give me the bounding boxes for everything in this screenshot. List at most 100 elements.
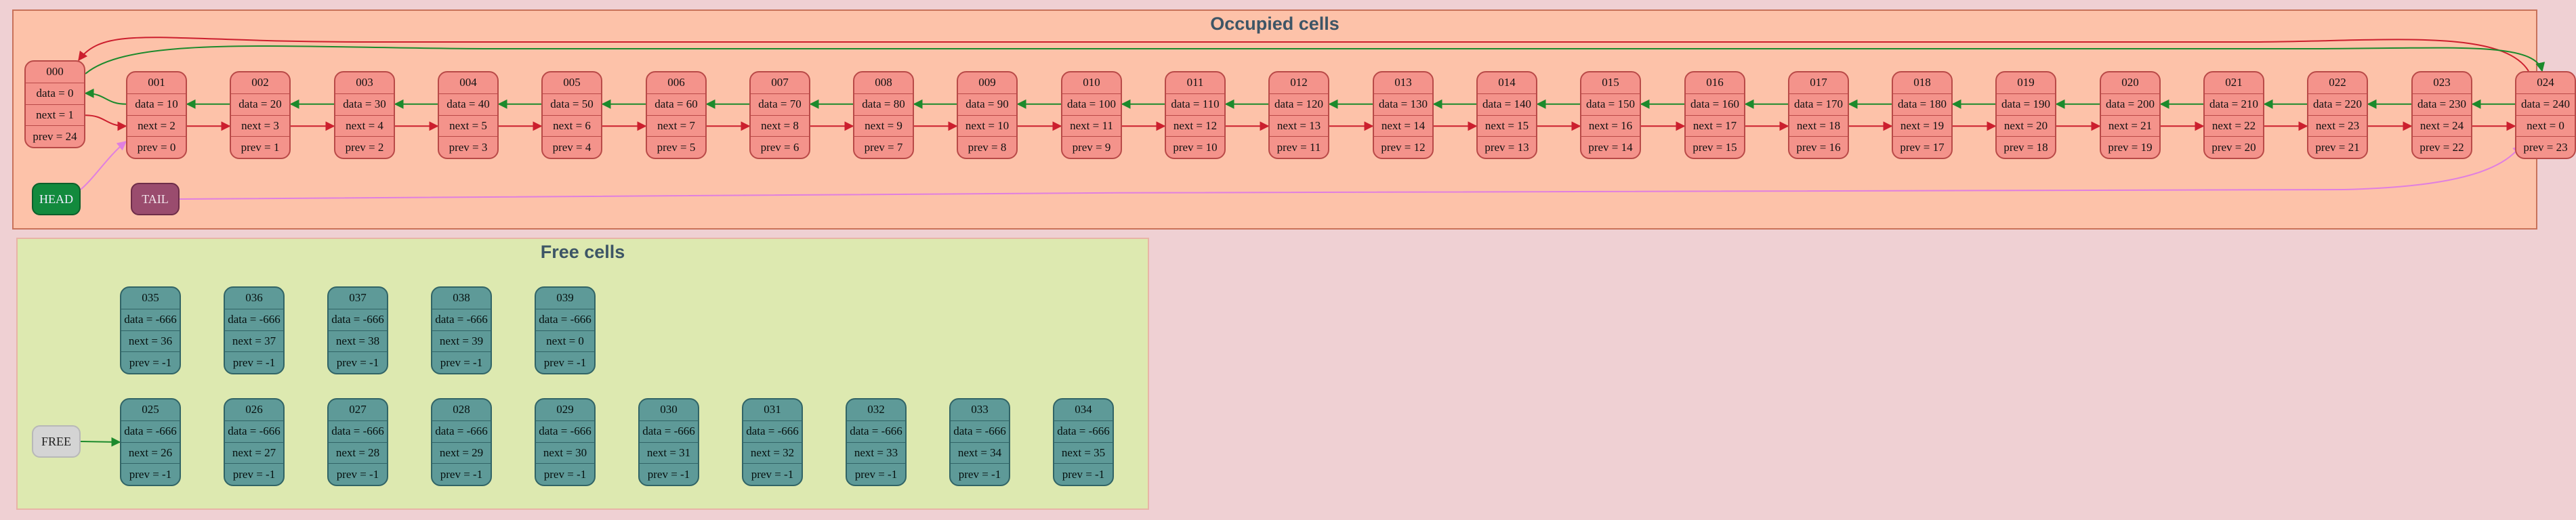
node-next-field: next = 39 [432,330,491,352]
node-next-field: next = 8 [751,114,809,137]
free-cells-title: Free cells [540,242,625,262]
node-next-field: next = 3 [231,114,289,137]
node-next-field: next = 17 [1686,114,1744,137]
node-id-field: 009 [978,76,996,89]
node-prev-field: prev = -1 [536,463,594,485]
node-id-field: 000 [46,65,64,79]
node-next-field: next = 22 [2205,114,2263,137]
node-prev-field: prev = -1 [432,351,491,373]
node-next-field: next = 34 [951,441,1009,464]
node-id-field: 030 [660,403,678,416]
node-id-field: 018 [1913,76,1931,89]
node-next-field: next = 5 [439,114,497,137]
node-prev-field: prev = 17 [1893,136,1951,158]
node-id-field: 037 [349,291,367,305]
node-prev-field: prev = 12 [1374,136,1432,158]
node-id-field: 017 [1810,76,1827,89]
node-id-field: 011 [1186,76,1204,89]
node-data-field: data = 200 [2101,93,2159,115]
node-data-field: data = -666 [1054,420,1113,442]
node-id-field: 003 [356,76,373,89]
node-data-field: data = 90 [958,93,1016,115]
node-prev-field: prev = 15 [1686,136,1744,158]
node-next-field: next = 32 [743,441,802,464]
node-id-field: 038 [453,291,470,305]
node-prev-field: prev = 0 [127,136,186,158]
node-data-field: data = -666 [640,420,698,442]
node-data-field: data = 240 [2516,93,2575,115]
node-next-field: next = 30 [536,441,594,464]
node-prev-field: prev = 6 [751,136,809,158]
node-prev-field: prev = 19 [2101,136,2159,158]
node-id-field: 002 [251,76,269,89]
node-next-field: next = 1 [26,104,84,126]
node-data-field: data = 230 [2413,93,2471,115]
node-next-field: next = 0 [536,330,594,352]
node-prev-field: prev = -1 [121,463,180,485]
node-id-field: 025 [142,403,159,416]
node-id-field: 016 [1706,76,1724,89]
node-id-field: 021 [2225,76,2243,89]
node-id-field: 020 [2121,76,2139,89]
node-prev-field: prev = -1 [121,351,180,373]
node-data-field: data = -666 [743,420,802,442]
node-prev-field: prev = 18 [1997,136,2055,158]
node-next-field: next = 20 [1997,114,2055,137]
node-next-field: next = 38 [329,330,387,352]
node-id-field: 039 [556,291,574,305]
node-next-field: next = 2 [127,114,186,137]
node-data-field: data = -666 [536,308,594,330]
node-data-field: data = -666 [225,308,283,330]
node-prev-field: prev = 3 [439,136,497,158]
node-id-field: 036 [245,291,263,305]
node-data-field: data = 40 [439,93,497,115]
node-data-field: data = 30 [335,93,394,115]
node-id-field: 031 [764,403,781,416]
node-id-field: 034 [1075,403,1092,416]
node-data-field: data = 210 [2205,93,2263,115]
node-id-field: 001 [148,76,165,89]
node-prev-field: prev = -1 [329,463,387,485]
node-next-field: next = 26 [121,441,180,464]
node-id-field: 029 [556,403,574,416]
node-data-field: data = 110 [1166,93,1224,115]
node-id-field: 022 [2329,76,2346,89]
node-data-field: data = -666 [536,420,594,442]
node-next-field: next = 37 [225,330,283,352]
node-data-field: data = 100 [1062,93,1121,115]
node-prev-field: prev = 7 [854,136,913,158]
node-data-field: data = 10 [127,93,186,115]
node-data-field: data = 0 [26,82,84,104]
node-prev-field: prev = 4 [543,136,601,158]
node-next-field: next = 7 [647,114,705,137]
node-next-field: next = 27 [225,441,283,464]
node-prev-field: prev = 8 [958,136,1016,158]
node-data-field: data = 120 [1270,93,1328,115]
node-next-field: next = 21 [2101,114,2159,137]
node-next-field: next = 19 [1893,114,1951,137]
node-id-field: 035 [142,291,159,305]
node-prev-field: prev = 9 [1062,136,1121,158]
node-data-field: data = -666 [432,420,491,442]
node-next-field: next = 18 [1789,114,1848,137]
